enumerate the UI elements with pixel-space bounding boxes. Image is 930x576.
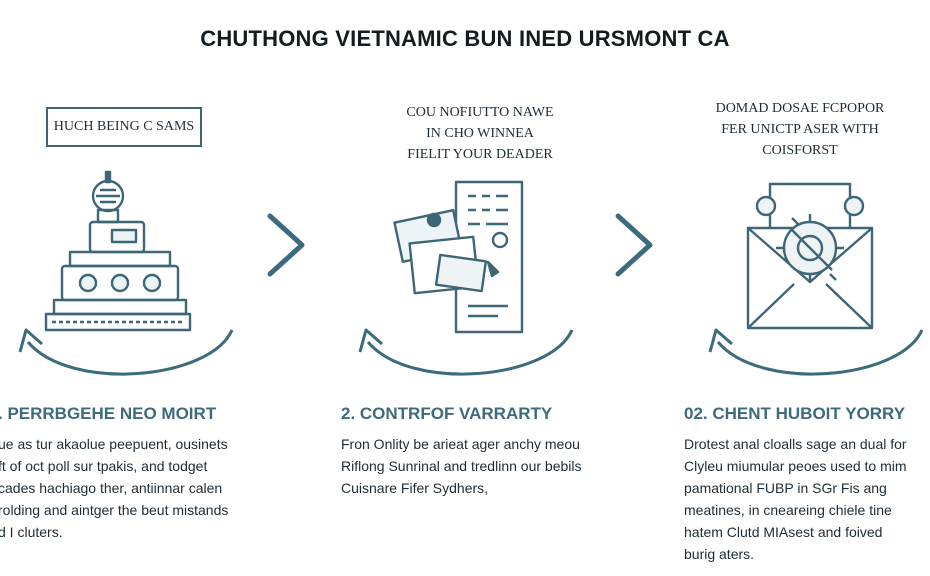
diagram-title: CHUTHONG VIETNAMIC BUN INED URSMONT CA xyxy=(200,26,730,51)
step-3-body-line: meatines, in cneareing chiele tine xyxy=(684,502,892,518)
chevron-right-icon xyxy=(267,213,305,277)
step-1-body: ue as tur akaolue peepuent, ousinets ft … xyxy=(0,433,228,543)
step-1-body-line: cades hachiago ther, antiinnar calen xyxy=(0,480,223,496)
step-2-caption-line: FIELIT YOUR DEADER xyxy=(407,147,553,162)
step-1-body-line: ft of oct poll sur tpakis, and todget xyxy=(0,458,208,474)
step-3-body-line: hatem Clutd MIAsest and foived xyxy=(684,524,883,540)
step-1-body-line: rolding and aintger the beut mistands xyxy=(0,502,229,518)
document-packages-icon xyxy=(393,180,524,334)
envelope-gear-icon xyxy=(746,182,874,330)
step-3-caption-line: DOMAD DOSAE FCPOPOR xyxy=(715,101,885,116)
step-1-caption: HUCH BEING C SAMS xyxy=(53,119,195,134)
cycle-arrow-icon xyxy=(708,328,924,376)
step-3-body-line: Clyleu miumular peoes used to mim xyxy=(684,458,907,474)
step-3-body-line: pamational FUBP in SGr Fis ang xyxy=(684,480,887,496)
step-2-heading: 2. CONTRFOF VARRARTY xyxy=(341,404,553,423)
step-1-heading: . PERRBGEHE NEO MOIRT xyxy=(0,404,217,423)
step-3-caption: DOMAD DOSAE FCPOPOR FER UNICTP ASER WITH… xyxy=(680,98,920,161)
chevron-right-icon xyxy=(615,213,653,277)
cycle-arrow-icon xyxy=(358,328,574,376)
step-3-heading: 02. CHENT HUBOIT YORRY xyxy=(684,404,906,423)
step-2-body-line: Riflong Sunrinal and tredlinn our bebils xyxy=(341,458,582,474)
step-1-body-line: d I cluters. xyxy=(0,524,63,540)
step-3-body-line: burig aters. xyxy=(684,546,755,562)
step-1-body-line: ue as tur akaolue peepuent, ousinets xyxy=(0,436,228,452)
step-2-caption-line: IN CHO WINNEA xyxy=(426,126,534,141)
step-3-body-line: Drotest anal cloalls sage an dual for xyxy=(684,436,907,452)
cycle-arrow-icon xyxy=(18,328,234,376)
step-3-caption-line: COISFORST xyxy=(762,143,838,158)
seal-press-machine-icon xyxy=(44,170,192,332)
step-3-body: Drotest anal cloalls sage an dual for Cl… xyxy=(684,433,907,565)
step-1-caption-box: HUCH BEING C SAMS xyxy=(46,107,202,147)
step-2-caption-line: COU NOFIUTTO NAWE xyxy=(406,105,554,120)
step-2-caption: COU NOFIUTTO NAWE IN CHO WINNEA FIELIT Y… xyxy=(360,102,600,165)
step-2-body: Fron Onlity be arieat ager anchy meou Ri… xyxy=(341,433,581,499)
step-2-body-line: Cuisnare Fifer Sydhers, xyxy=(341,480,489,496)
step-2-body-line: Fron Onlity be arieat ager anchy meou xyxy=(341,436,580,452)
step-3-caption-line: FER UNICTP ASER WITH xyxy=(721,122,879,137)
